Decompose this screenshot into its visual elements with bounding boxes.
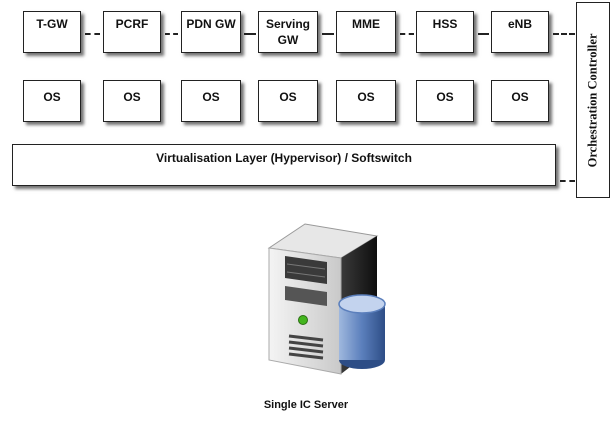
nf-box-enb: eNB (491, 11, 549, 53)
nf-box-hss: HSS (416, 11, 474, 53)
os-box-2: OS (103, 80, 161, 122)
os-box-3: OS (181, 80, 241, 122)
nf-box-pdn-gw: PDN GW (181, 11, 241, 53)
link-tgw-pcrf (85, 33, 100, 35)
nf-box-serving-gw: Serving GW (258, 11, 318, 53)
orchestration-controller: Orchestration Controller (576, 2, 610, 198)
server-caption: Single IC Server (263, 399, 349, 411)
server-with-database-icon (267, 223, 386, 375)
link-servinggw-mme (322, 33, 334, 35)
os-box-1: OS (23, 80, 81, 122)
nf-box-t-gw: T-GW (23, 11, 81, 53)
nf-box-pcrf: PCRF (103, 11, 161, 53)
orchestration-controller-label: Orchestration Controller (585, 33, 600, 167)
link-enb-orchestrator (553, 33, 575, 35)
link-pcrf-pdngw (165, 33, 178, 35)
os-box-7: OS (491, 80, 549, 122)
os-box-5: OS (336, 80, 396, 122)
link-hypervisor-orchestrator (560, 180, 575, 182)
link-mme-hss (400, 33, 414, 35)
nf-box-mme: MME (336, 11, 396, 53)
link-hss-enb (478, 33, 489, 35)
link-pdngw-servinggw (244, 33, 256, 35)
os-box-6: OS (416, 80, 474, 122)
os-box-4: OS (258, 80, 318, 122)
hypervisor-layer: Virtualisation Layer (Hypervisor) / Soft… (12, 144, 556, 186)
